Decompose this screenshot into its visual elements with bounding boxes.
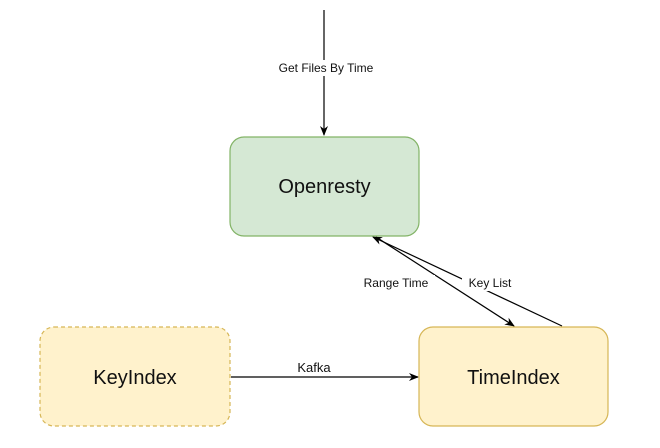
node-keyindex-label: KeyIndex [93, 367, 176, 389]
edge-label-kafka: Kafka [297, 360, 331, 375]
node-timeindex[interactable]: TimeIndex [418, 326, 609, 427]
node-keyindex-box [39, 326, 231, 427]
edge-range-time: Range Time [357, 236, 515, 327]
node-timeindex-box [418, 326, 609, 427]
edge-kafka: Kafka [231, 358, 419, 381]
edge-label-get-files-by-time: Get Files By Time [279, 61, 374, 75]
node-timeindex-label: TimeIndex [467, 367, 560, 389]
edge-label-range-time: Range Time [364, 276, 429, 290]
node-openresty-box [229, 136, 420, 237]
edge-label-key-list: Key List [469, 276, 512, 290]
node-keyindex[interactable]: KeyIndex [39, 326, 231, 427]
node-openresty-label: Openresty [278, 176, 370, 198]
edge-key-list: Key List [372, 236, 563, 327]
edge-get-files-by-time: Get Files By Time [270, 10, 380, 136]
node-openresty[interactable]: Openresty [229, 136, 420, 237]
